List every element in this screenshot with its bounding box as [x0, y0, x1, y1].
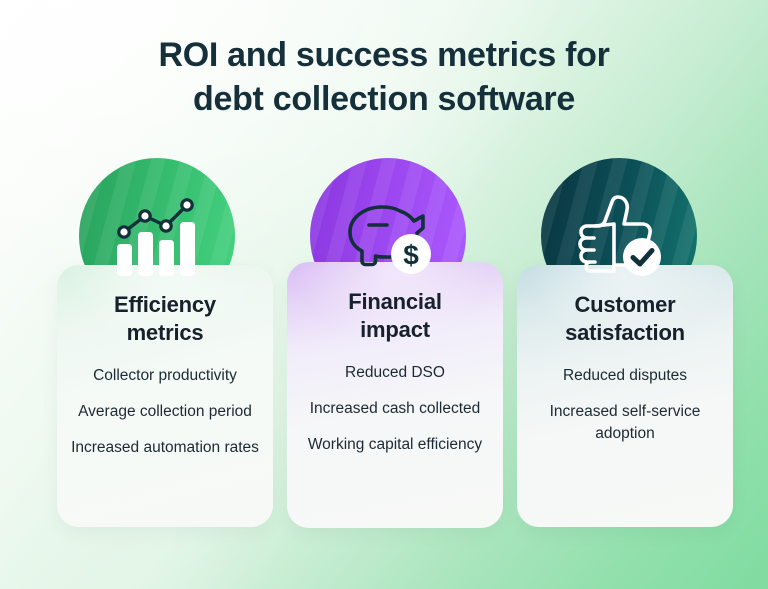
card-list-efficiency: Collector productivity Average collectio…: [71, 365, 259, 459]
list-item: Working capital efficiency: [307, 436, 483, 454]
card-title-line-1: Efficiency: [114, 292, 216, 317]
list-item: Reduced disputes: [562, 367, 688, 385]
card-title-financial: Financial impact: [301, 288, 489, 344]
list-item: Collector productivity: [93, 367, 237, 385]
card-efficiency-metrics: Efficiency metrics Collector productivit…: [57, 265, 273, 527]
list-item: Increased automation rates: [71, 439, 259, 457]
bar-chart-trend-icon: [117, 198, 195, 276]
card-title-line-2: metrics: [126, 320, 204, 346]
svg-text:$: $: [403, 240, 419, 271]
card-customer-satisfaction: Customer satisfaction Reduced disputes I…: [517, 265, 733, 527]
page-title-line-2: debt collection software: [193, 79, 575, 118]
card-title-line-2: satisfaction: [565, 320, 685, 346]
card-title-efficiency: Efficiency metrics: [71, 291, 259, 347]
card-title-line-1: Customer: [574, 292, 676, 317]
card-list-satisfaction: Reduced disputes Increased self-service …: [531, 365, 719, 445]
piggy-bank-dollar-icon: $: [348, 205, 431, 274]
card-title-line-1: Financial: [348, 289, 442, 314]
list-item: Increased cash collected: [309, 400, 481, 418]
card-financial-impact: Financial impact Reduced DSO Increased c…: [287, 262, 503, 528]
page-title-line-1: ROI and success metrics for: [158, 36, 610, 74]
list-item: Increased self-service adoption: [549, 403, 701, 443]
thumbs-up-check-icon: [578, 195, 661, 276]
card-list-financial: Reduced DSO Increased cash collected Wor…: [301, 362, 489, 456]
page-title: ROI and success metrics for debt collect…: [0, 34, 768, 121]
list-item: Average collection period: [78, 403, 252, 421]
list-item: Reduced DSO: [345, 364, 445, 382]
card-title-line-2: impact: [360, 317, 430, 343]
card-title-satisfaction: Customer satisfaction: [531, 291, 719, 347]
